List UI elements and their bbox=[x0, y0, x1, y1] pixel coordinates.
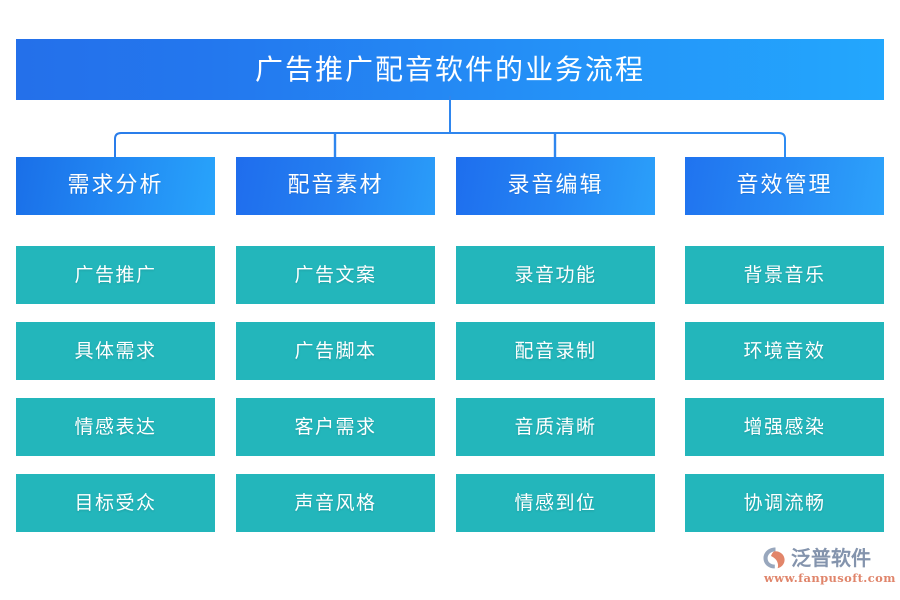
item-label: 情感表达 bbox=[74, 415, 157, 438]
item-label: 背景音乐 bbox=[743, 263, 826, 286]
brand-logo-name: 泛普软件 bbox=[791, 546, 871, 570]
brand-logo: 泛普软件 www.fanpusoft.com bbox=[762, 545, 895, 589]
list-item[interactable]: 增强感染 bbox=[685, 398, 884, 456]
item-label: 目标受众 bbox=[74, 491, 157, 514]
list-item[interactable]: 情感到位 bbox=[456, 474, 655, 532]
connector-bracket bbox=[114, 96, 786, 157]
column-header-2[interactable]: 配音素材 bbox=[236, 157, 435, 215]
list-item[interactable]: 广告文案 bbox=[236, 246, 435, 304]
list-item[interactable]: 配音录制 bbox=[456, 322, 655, 380]
flow-column-1: 需求分析 广告推广 具体需求 情感表达 目标受众 bbox=[16, 157, 215, 532]
item-label: 环境音效 bbox=[743, 339, 826, 362]
list-item[interactable]: 环境音效 bbox=[685, 322, 884, 380]
item-label: 音质清晰 bbox=[514, 415, 597, 438]
brand-logo-top: 泛普软件 bbox=[762, 545, 871, 571]
column-header-4[interactable]: 音效管理 bbox=[685, 157, 884, 215]
item-label: 配音录制 bbox=[514, 339, 597, 362]
diagram-title-banner: 广告推广配音软件的业务流程 bbox=[16, 39, 884, 100]
column-header-2-label: 配音素材 bbox=[287, 173, 384, 198]
brand-logo-url: www.fanpusoft.com bbox=[764, 571, 896, 585]
column-header-1[interactable]: 需求分析 bbox=[16, 157, 215, 215]
list-item[interactable]: 录音功能 bbox=[456, 246, 655, 304]
flow-column-2: 配音素材 广告文案 广告脚本 客户需求 声音风格 bbox=[236, 157, 435, 532]
list-item[interactable]: 具体需求 bbox=[16, 322, 215, 380]
item-label: 广告文案 bbox=[294, 263, 377, 286]
column-header-1-label: 需求分析 bbox=[67, 173, 164, 198]
item-label: 广告推广 bbox=[74, 263, 157, 286]
list-item[interactable]: 客户需求 bbox=[236, 398, 435, 456]
column-header-3-label: 录音编辑 bbox=[507, 173, 604, 198]
connector-bracket-path bbox=[114, 132, 786, 157]
list-item[interactable]: 背景音乐 bbox=[685, 246, 884, 304]
diagram-title-text: 广告推广配音软件的业务流程 bbox=[254, 52, 645, 86]
flow-column-4: 音效管理 背景音乐 环境音效 增强感染 协调流畅 bbox=[685, 157, 884, 532]
item-label: 客户需求 bbox=[294, 415, 377, 438]
fanpu-swirl-logo-icon bbox=[763, 547, 785, 569]
list-item[interactable]: 声音风格 bbox=[236, 474, 435, 532]
item-label: 广告脚本 bbox=[294, 339, 377, 362]
list-item[interactable]: 音质清晰 bbox=[456, 398, 655, 456]
list-item[interactable]: 广告脚本 bbox=[236, 322, 435, 380]
item-label: 增强感染 bbox=[743, 415, 826, 438]
column-header-4-label: 音效管理 bbox=[736, 173, 833, 198]
item-label: 协调流畅 bbox=[743, 491, 826, 514]
list-item[interactable]: 协调流畅 bbox=[685, 474, 884, 532]
flow-column-3: 录音编辑 录音功能 配音录制 音质清晰 情感到位 bbox=[456, 157, 655, 532]
item-label: 录音功能 bbox=[514, 263, 597, 286]
list-item[interactable]: 广告推广 bbox=[16, 246, 215, 304]
list-item[interactable]: 目标受众 bbox=[16, 474, 215, 532]
item-label: 情感到位 bbox=[514, 491, 597, 514]
list-item[interactable]: 情感表达 bbox=[16, 398, 215, 456]
item-label: 声音风格 bbox=[294, 491, 377, 514]
column-header-3[interactable]: 录音编辑 bbox=[456, 157, 655, 215]
item-label: 具体需求 bbox=[74, 339, 157, 362]
